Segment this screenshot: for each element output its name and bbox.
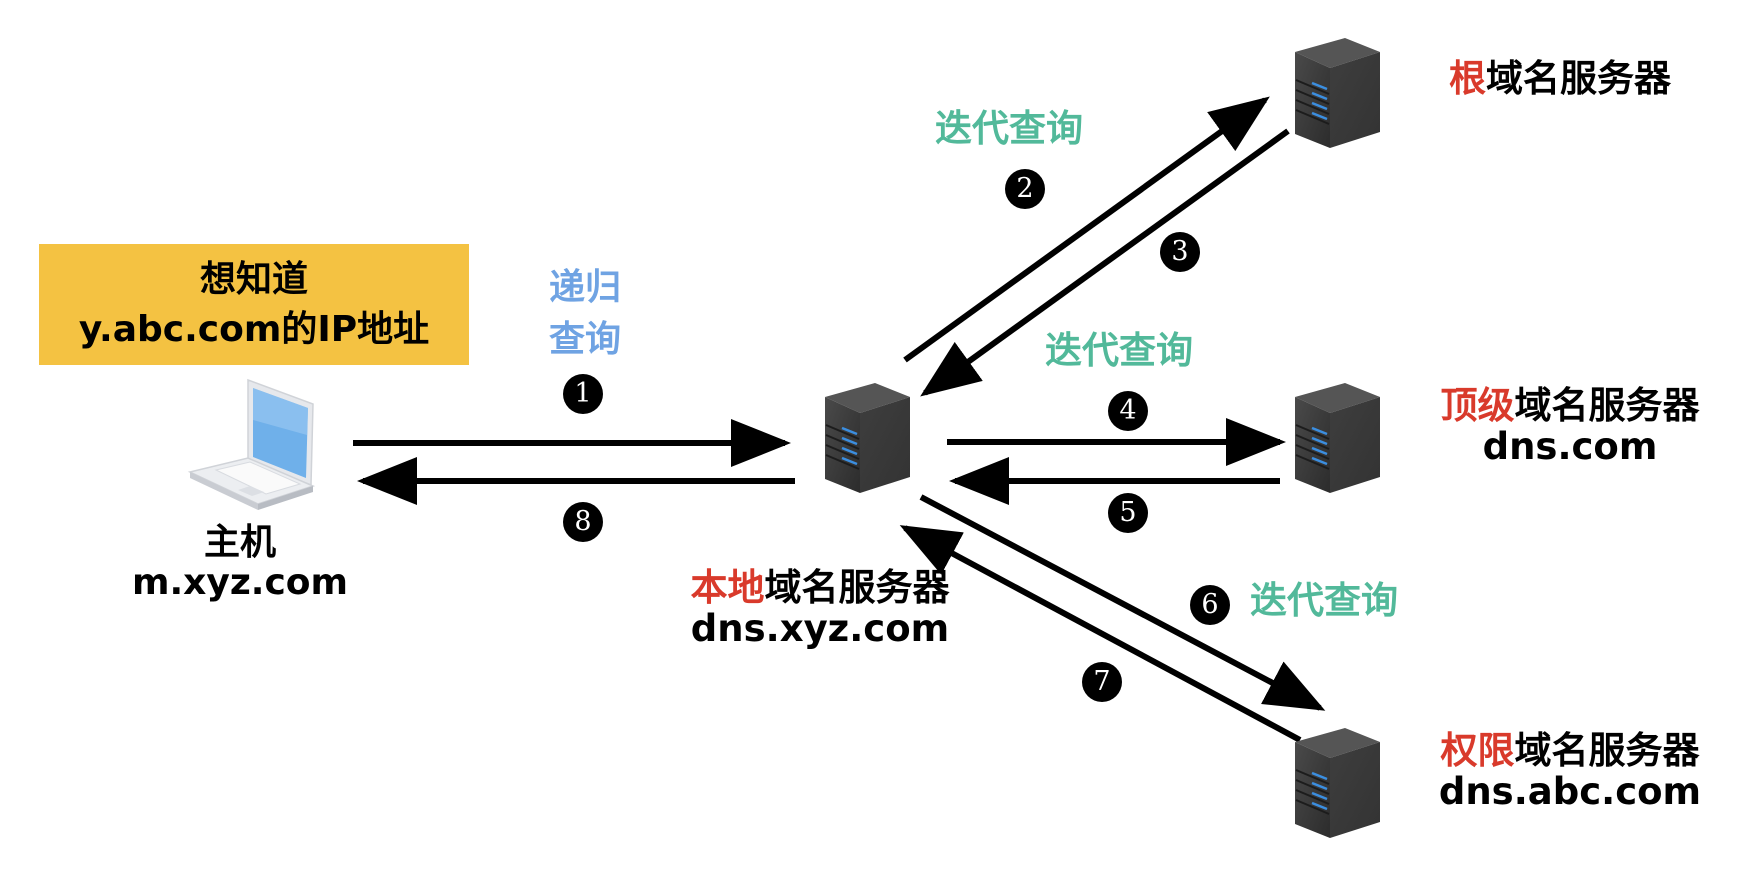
- tld-server-suffix: 域名服务器: [1514, 384, 1700, 427]
- goal-line-1: 想知道: [199, 258, 308, 300]
- root-server-label: 根域名服务器: [1430, 58, 1690, 99]
- host-domain: m.xyz.com: [131, 562, 349, 604]
- local-server-icon: [823, 381, 912, 495]
- arrow-step-2: [903, 96, 1270, 363]
- auth-server-prefix: 权限: [1440, 729, 1515, 772]
- tld-server-label: 顶级域名服务器 dns.com: [1405, 385, 1735, 468]
- arrow-step-7: [899, 525, 1302, 743]
- step-badge-4: 4: [1108, 391, 1148, 431]
- root-server-prefix: 根: [1449, 57, 1486, 100]
- host-name: 主机: [203, 522, 276, 563]
- tld-server-prefix: 顶级: [1440, 384, 1515, 427]
- recursive-query-label: 递归 查询: [548, 267, 621, 360]
- iterative-query-label-root: 迭代查询: [935, 107, 1083, 150]
- auth-server-label: 权限域名服务器 dns.abc.com: [1405, 730, 1735, 813]
- auth-server-icon: [1293, 726, 1382, 840]
- arrow-step-3: [920, 128, 1290, 397]
- tld-server-domain: dns.com: [1482, 425, 1658, 469]
- local-server-domain: dns.xyz.com: [690, 607, 950, 651]
- goal-callout: 想知道 y.abc.com的IP地址: [39, 244, 469, 365]
- step-badge-3: 3: [1160, 232, 1200, 272]
- iterative-query-label-tld: 迭代查询: [1045, 329, 1193, 372]
- step-badge-5: 5: [1108, 493, 1148, 533]
- tld-server-icon: [1293, 381, 1382, 495]
- local-server-prefix: 本地: [690, 566, 765, 609]
- step-badge-8: 8: [563, 502, 603, 542]
- auth-server-suffix: 域名服务器: [1514, 729, 1700, 772]
- laptop-icon: [187, 378, 316, 510]
- host-label: 主机 m.xyz.com: [120, 522, 360, 604]
- local-server-suffix: 域名服务器: [764, 566, 950, 609]
- step-badge-7: 7: [1082, 662, 1122, 702]
- step-badge-2: 2: [1005, 169, 1045, 209]
- iterative-query-label-auth: 迭代查询: [1250, 579, 1398, 622]
- goal-line-2: y.abc.com的IP地址: [78, 308, 430, 350]
- step-badge-1: 1: [563, 374, 603, 414]
- step-badge-6: 6: [1190, 585, 1230, 625]
- root-server-icon: [1293, 36, 1382, 150]
- auth-server-domain: dns.abc.com: [1438, 770, 1702, 814]
- arrow-step-6: [919, 494, 1326, 711]
- local-server-label: 本地域名服务器 dns.xyz.com: [665, 567, 975, 650]
- root-server-suffix: 域名服务器: [1486, 57, 1671, 100]
